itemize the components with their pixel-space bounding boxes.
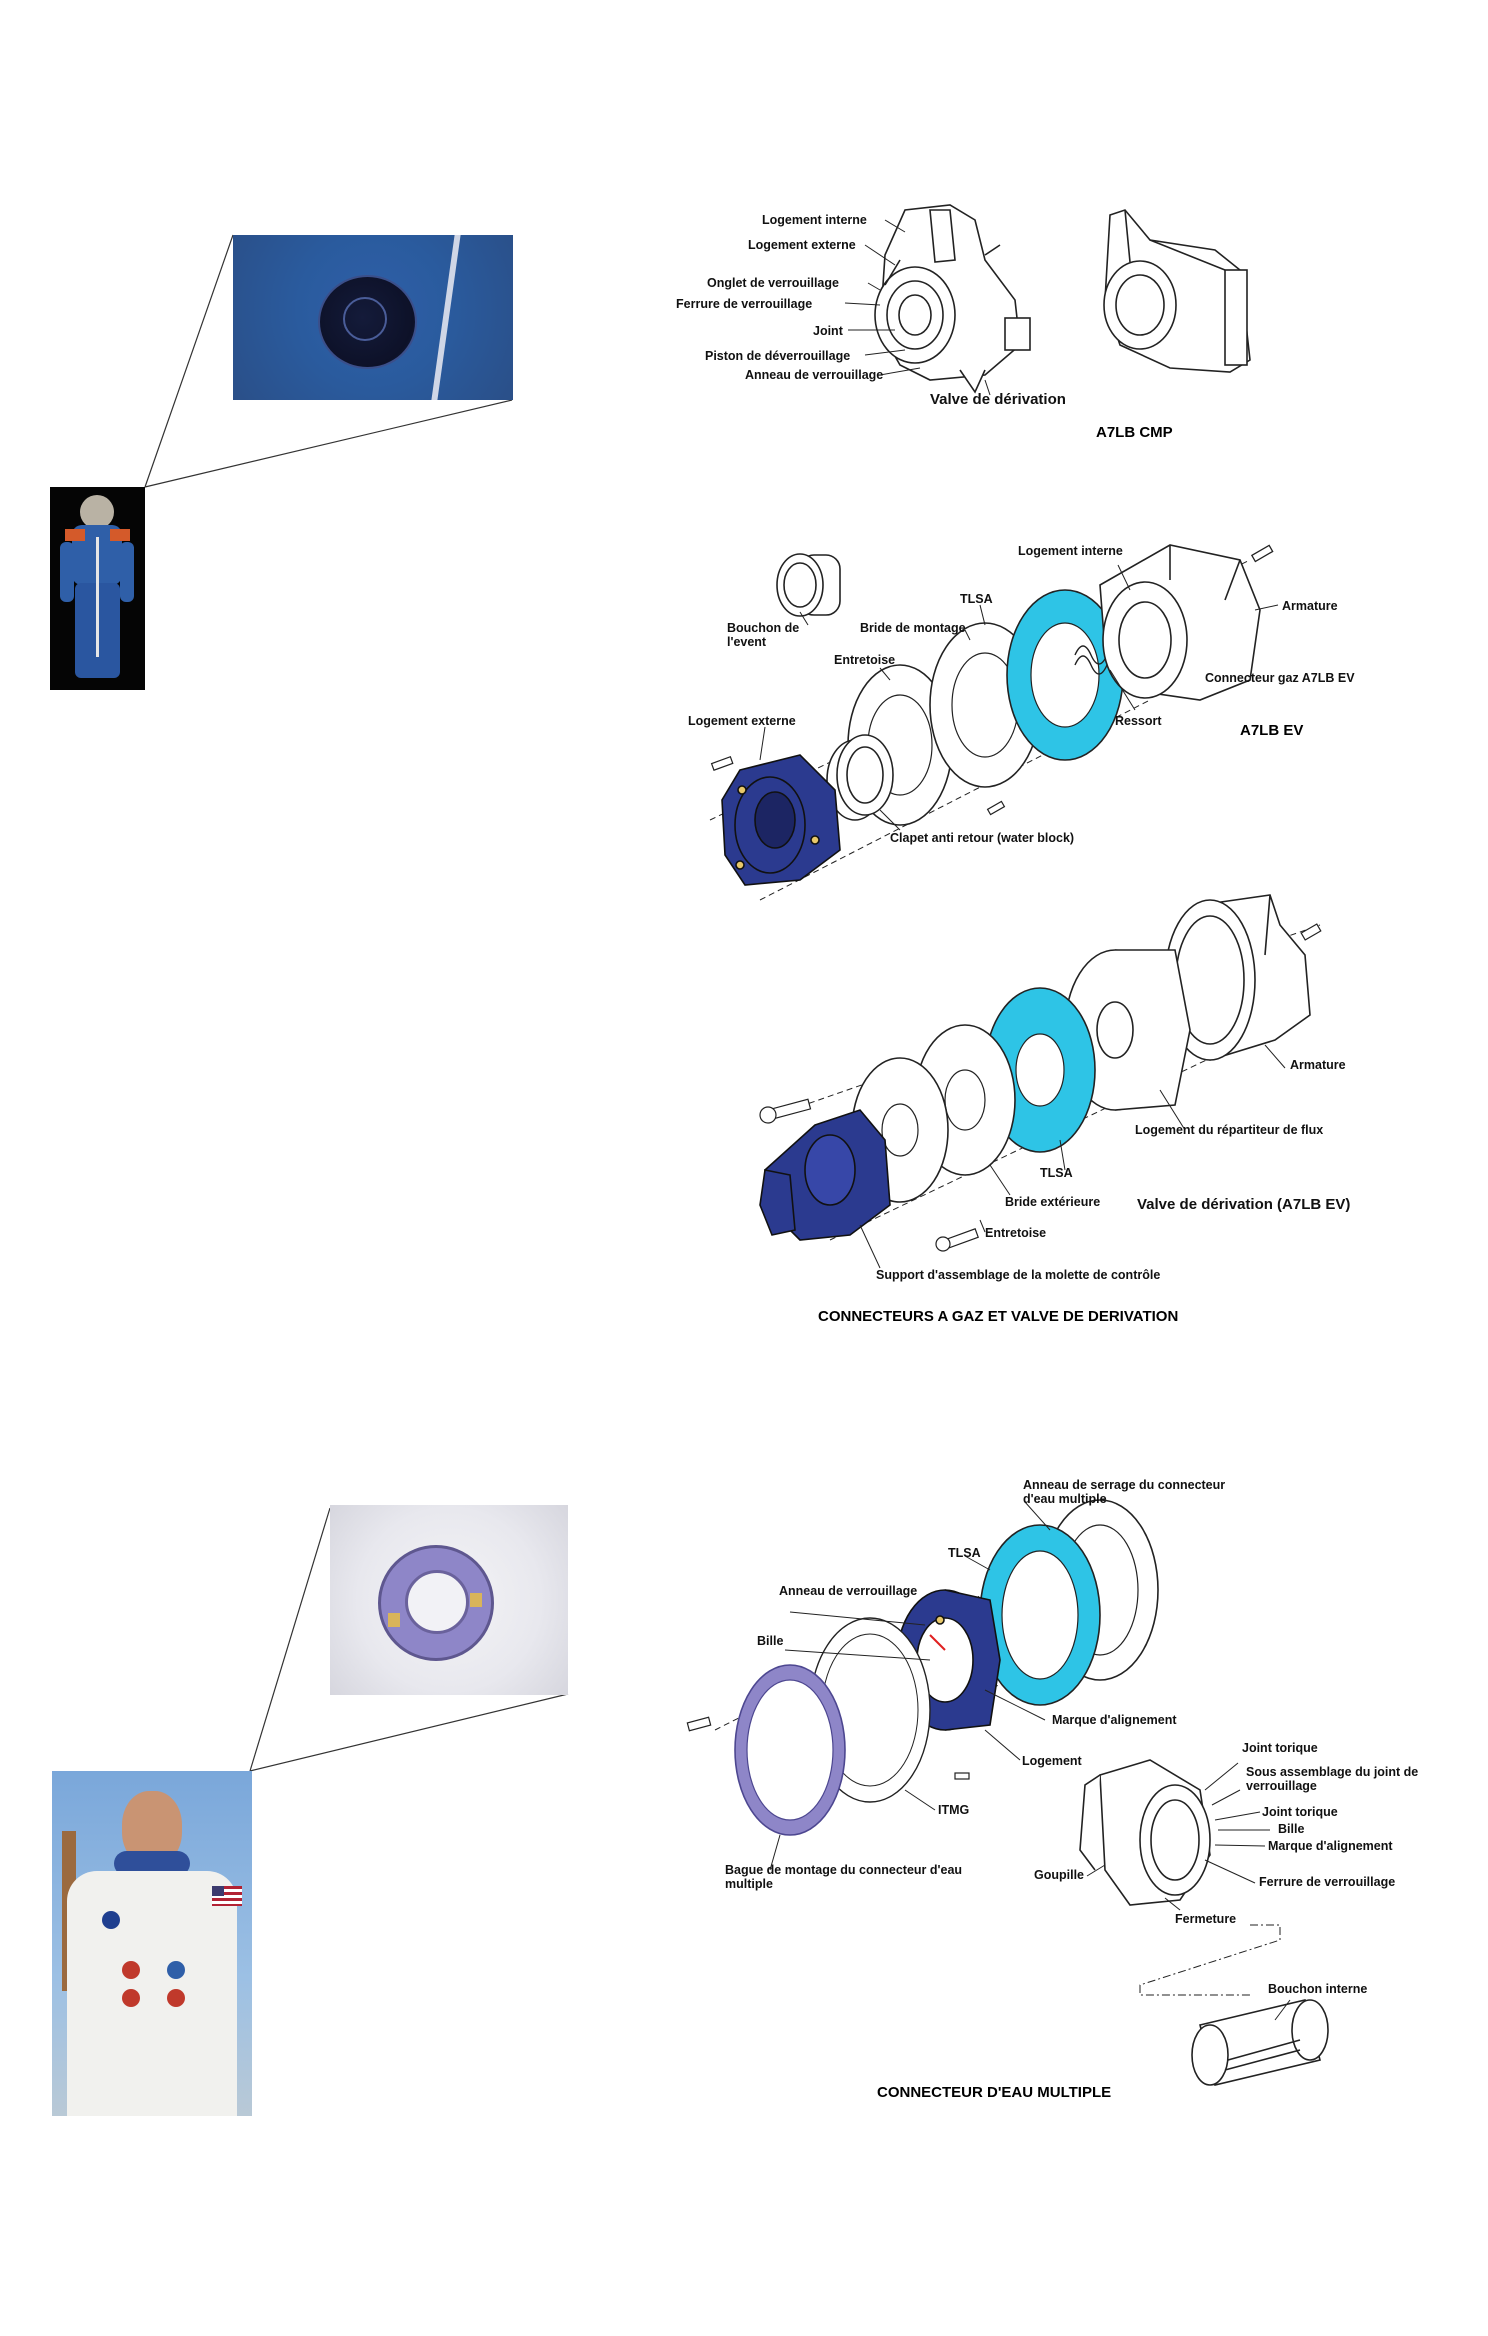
label-onglet-verrouillage: Onglet de verrouillage [707, 276, 839, 290]
label-bouchon-interne: Bouchon interne [1268, 1982, 1368, 1996]
bypass-leader-lines [859, 1044, 1286, 1269]
label-sous-assemblage: Sous assemblage du joint de verrouillage [1246, 1765, 1419, 1793]
label-logement-externe-cmp: Logement externe [748, 238, 856, 252]
zoom-callout-lines-top [144, 234, 513, 488]
cmp-leader-lines [844, 219, 991, 396]
label-itmg: ITMG [938, 1803, 970, 1817]
label-bride-exterieure: Bride extérieure [1005, 1195, 1101, 1209]
label-repartiteur: Logement du répartiteur de flux [1135, 1123, 1324, 1137]
label-joint-torique-2: Joint torique [1262, 1805, 1338, 1819]
screws-bypass [759, 923, 1322, 1252]
water-right-leader-lines [1086, 1762, 1291, 2021]
label-bouchon-event: Bouchon de l'event [727, 621, 800, 649]
label-logement-water: Logement [1022, 1754, 1082, 1768]
label-marque-alignement: Marque d'alignement [1052, 1713, 1177, 1727]
zoom-photo-gas-connector [233, 235, 513, 400]
caption-connecteurs-gaz: CONNECTEURS A GAZ ET VALVE DE DERIVATION [818, 1308, 1179, 1325]
zoom-photo-water-connector [330, 1505, 568, 1695]
astronaut-photo-blue-suit [50, 487, 145, 690]
label-piston-deverrouillage: Piston de déverrouillage [705, 349, 851, 363]
label-marque-alignement-2: Marque d'alignement [1268, 1839, 1393, 1853]
label-logement-interne-ev: Logement interne [1018, 544, 1123, 558]
label-ferrure-verrouillage-cmp: Ferrure de verrouillage [676, 297, 813, 311]
caption-connecteur-eau: CONNECTEUR D'EAU MULTIPLE [877, 2084, 1112, 2101]
label-support-molette: Support d'assemblage de la molette de co… [876, 1268, 1161, 1282]
caption-a7lb-ev: A7LB EV [1240, 722, 1304, 739]
caption-a7lb-cmp: A7LB CMP [1096, 424, 1173, 441]
label-bride-montage: Bride de montage [860, 621, 966, 635]
zoom-callout-lines-bottom [249, 1507, 569, 1772]
check-valve-drawing [826, 734, 894, 821]
screw-armature-ev [1250, 544, 1274, 563]
label-logement-interne-cmp: Logement interne [762, 213, 867, 227]
label-tlsa-ev: TLSA [960, 592, 993, 606]
label-anneau-serrage: Anneau de serrage du connecteur d'eau mu… [1023, 1478, 1226, 1506]
label-fermeture: Fermeture [1175, 1912, 1237, 1926]
label-joint-torique: Joint torique [1242, 1741, 1318, 1755]
label-tlsa-water: TLSA [948, 1546, 981, 1560]
label-bague-montage: Bague de montage du connecteur d'eau mul… [725, 1863, 963, 1891]
label-logement-externe-ev: Logement externe [688, 714, 796, 728]
vent-plug-drawing [776, 553, 841, 617]
label-bille-2: Bille [1278, 1822, 1305, 1836]
label-valve-derivation: Valve de dérivation [930, 391, 1066, 408]
astronaut-photo-white-suit [52, 1771, 252, 2116]
outer-housing-ev-navy [721, 754, 841, 886]
label-bille: Bille [757, 1634, 784, 1648]
inner-housing-drawing [1099, 544, 1261, 701]
cmp-connector-left-drawing [874, 204, 1031, 394]
locking-joint-subassembly [1079, 1759, 1211, 1906]
label-joint: Joint [813, 324, 843, 338]
label-goupille: Goupille [1034, 1868, 1084, 1882]
label-entretoise-bypass: Entretoise [985, 1226, 1047, 1240]
label-connecteur-gaz: Connecteur gaz A7LB EV [1205, 671, 1355, 685]
label-anneau-verrouillage-water: Anneau de verrouillage [779, 1584, 918, 1598]
label-armature-bypass: Armature [1290, 1058, 1346, 1072]
label-ferrure-verrouillage-water: Ferrure de verrouillage [1259, 1875, 1396, 1889]
screws-water [686, 1716, 970, 1780]
inner-plug-drawing [1191, 1999, 1329, 2086]
label-clapet: Clapet anti retour (water block) [890, 831, 1075, 845]
label-ressort: Ressort [1115, 714, 1162, 728]
knob-support-navy [759, 1109, 891, 1241]
label-entretoise-ev: Entretoise [834, 653, 896, 667]
label-anneau-verrouillage-cmp: Anneau de verrouillage [745, 368, 884, 382]
screws-ev [710, 755, 1006, 816]
water-left-leader-lines [769, 1501, 1051, 1871]
label-tlsa-bypass: TLSA [1040, 1166, 1073, 1180]
label-valve-derivation-ev: Valve de dérivation (A7LB EV) [1137, 1196, 1351, 1213]
cmp-connector-right-drawing [1103, 209, 1251, 373]
label-armature-ev: Armature [1282, 599, 1338, 613]
ev-leader-lines [759, 564, 1279, 831]
